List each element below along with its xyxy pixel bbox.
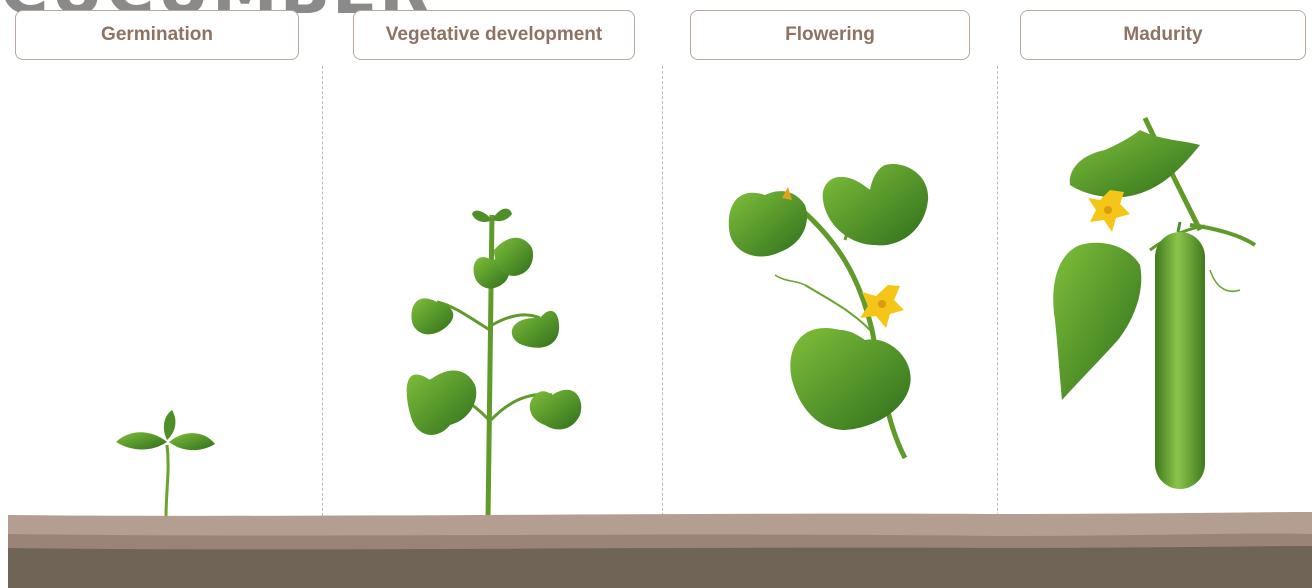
mature-plant-illustration	[1053, 118, 1255, 489]
vegetative-plant-illustration	[407, 209, 582, 520]
seedling-illustration	[116, 410, 215, 518]
cucumber-fruit	[1155, 232, 1205, 489]
flowering-plant-illustration	[729, 164, 928, 458]
soil-ground	[8, 512, 1312, 588]
